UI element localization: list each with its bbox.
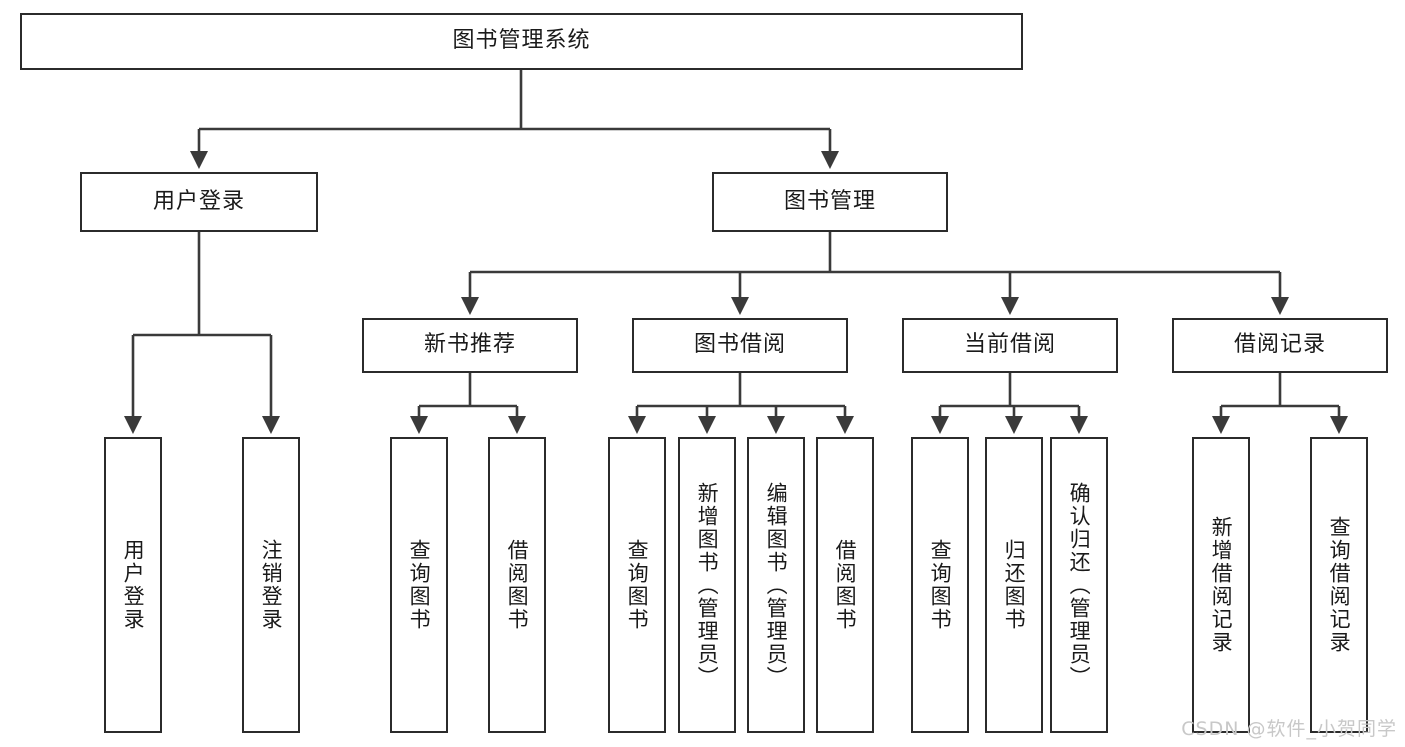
node-leaf-8-label: 查询图书 [928, 539, 953, 631]
node-level3-3-label: 借阅记录 [1233, 332, 1326, 358]
node-level3-2[interactable]: 当前借阅 [902, 318, 1118, 373]
node-leaf-6[interactable]: 编辑图书（管理员） [747, 437, 805, 733]
node-level2-1[interactable]: 图书管理 [712, 172, 948, 232]
node-leaf-0-label: 用户登录 [121, 539, 146, 631]
node-leaf-7[interactable]: 借阅图书 [816, 437, 874, 733]
node-leaf-4[interactable]: 查询图书 [608, 437, 666, 733]
node-level3-0-label: 新书推荐 [423, 332, 516, 358]
node-leaf-9-label: 归还图书 [1002, 539, 1027, 631]
node-leaf-10-label: 确认归还（管理员） [1067, 481, 1092, 689]
node-level3-2-label: 当前借阅 [963, 332, 1056, 358]
node-level3-3[interactable]: 借阅记录 [1172, 318, 1388, 373]
node-leaf-5-label: 新增图书（管理员） [695, 481, 720, 689]
node-leaf-5[interactable]: 新增图书（管理员） [678, 437, 736, 733]
node-leaf-9[interactable]: 归还图书 [985, 437, 1043, 733]
node-level3-1-label: 图书借阅 [693, 332, 786, 358]
node-leaf-0[interactable]: 用户登录 [104, 437, 162, 733]
node-level3-1[interactable]: 图书借阅 [632, 318, 848, 373]
node-leaf-11[interactable]: 新增借阅记录 [1192, 437, 1250, 733]
node-leaf-1-label: 注销登录 [259, 539, 284, 631]
node-level2-1-label: 图书管理 [783, 188, 876, 214]
node-leaf-8[interactable]: 查询图书 [911, 437, 969, 733]
node-leaf-6-label: 编辑图书（管理员） [764, 481, 789, 689]
node-leaf-7-label: 借阅图书 [833, 539, 858, 631]
watermark: CSDN @软件_小贺同学 [1181, 718, 1397, 740]
node-leaf-1[interactable]: 注销登录 [242, 437, 300, 733]
node-leaf-2[interactable]: 查询图书 [390, 437, 448, 733]
node-leaf-3[interactable]: 借阅图书 [488, 437, 546, 733]
node-leaf-12[interactable]: 查询借阅记录 [1310, 437, 1368, 733]
node-root-label: 图书管理系统 [452, 28, 591, 54]
node-level2-0-label: 用户登录 [152, 188, 245, 214]
node-leaf-3-label: 借阅图书 [505, 539, 530, 631]
node-leaf-12-label: 查询借阅记录 [1327, 516, 1352, 654]
node-leaf-11-label: 新增借阅记录 [1209, 516, 1234, 654]
node-leaf-4-label: 查询图书 [625, 539, 650, 631]
node-leaf-10[interactable]: 确认归还（管理员） [1050, 437, 1108, 733]
node-leaf-2-label: 查询图书 [407, 539, 432, 631]
node-level3-0[interactable]: 新书推荐 [362, 318, 578, 373]
node-root-book-management-system[interactable]: 图书管理系统 [20, 13, 1023, 70]
node-level2-0[interactable]: 用户登录 [80, 172, 318, 232]
